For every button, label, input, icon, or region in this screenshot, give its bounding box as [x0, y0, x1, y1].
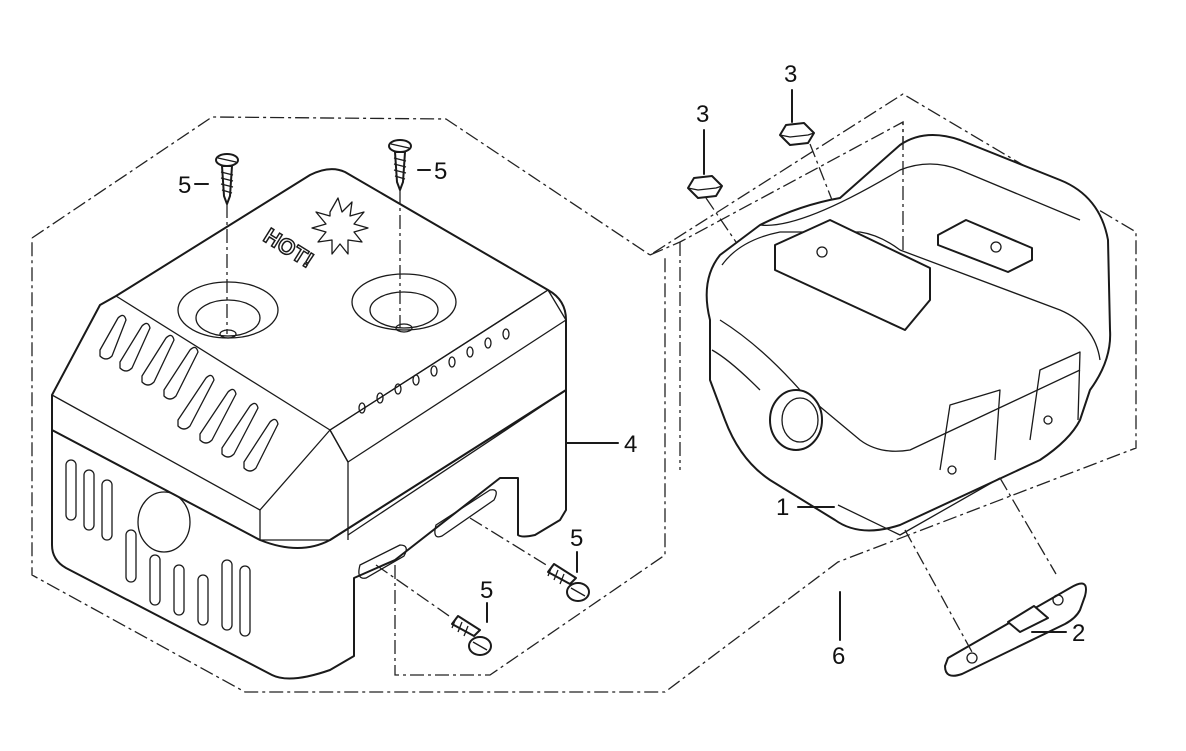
cover-exhaust-hole — [137, 491, 191, 553]
nut-right — [779, 122, 815, 146]
callout-labels: 1 2 3 3 4 5 5 5 5 6 — [178, 61, 1085, 670]
gasket — [944, 582, 1087, 677]
cover-front-vents — [99, 314, 279, 472]
screw-bottom-left — [451, 615, 492, 656]
callout-5d: 5 — [480, 577, 493, 604]
callout-5c: 5 — [570, 525, 583, 552]
cover-hole-row — [358, 328, 510, 414]
hot-splash-icon — [311, 197, 369, 255]
assembly-axis-lines — [226, 122, 1057, 653]
callout-5a: 5 — [178, 172, 191, 199]
muffler-outlet — [769, 389, 823, 451]
muffler-cover: HOT! — [51, 168, 567, 680]
callout-5b: 5 — [434, 158, 447, 185]
callout-4: 4 — [624, 431, 637, 458]
muffler-bracket-right — [937, 219, 1033, 273]
callout-1: 1 — [776, 494, 789, 521]
callout-3b: 3 — [784, 61, 797, 88]
assembly-boundary-outline — [31, 93, 1137, 693]
screw-top-left — [215, 153, 239, 205]
cover-side-vent — [358, 544, 407, 579]
callout-2: 2 — [1072, 620, 1085, 647]
screw-bottom-right — [547, 563, 590, 602]
callout-3a: 3 — [696, 101, 709, 128]
cover-screw-boss-left — [177, 281, 279, 339]
nut-left — [687, 175, 723, 199]
cover-side-slots — [65, 459, 251, 637]
leader-lines — [194, 89, 1067, 641]
screw-top-right — [388, 139, 412, 191]
cover-screw-boss-right — [351, 273, 457, 333]
muffler-body — [705, 134, 1112, 536]
muffler-bracket-left — [774, 219, 931, 331]
callout-6: 6 — [832, 643, 845, 670]
